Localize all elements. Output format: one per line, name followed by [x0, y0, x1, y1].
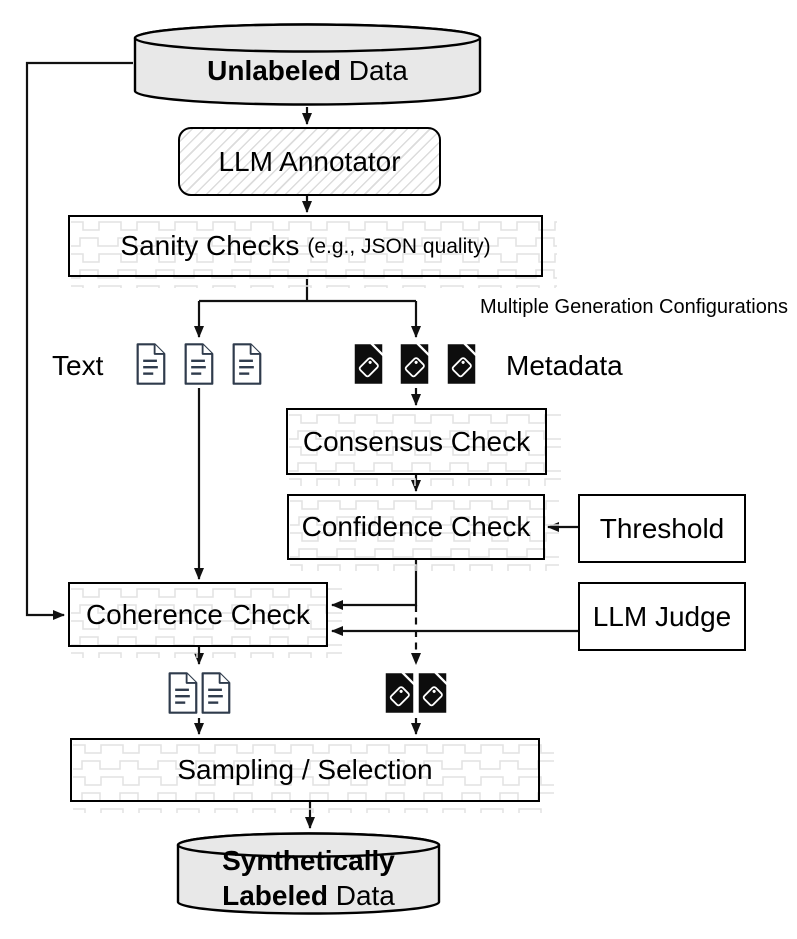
tag-icon: [400, 341, 431, 384]
consensus-check-node: Consensus Check: [286, 408, 561, 486]
arrow-feedback-unlabeled-to-coherence: [25, 61, 133, 620]
unlabeled-data-label: Unlabeled Data: [133, 22, 482, 107]
synthetically-labeled-data-label: Synthetically Labeled Data: [176, 831, 441, 916]
database-cylinder-icon: [176, 832, 441, 915]
unlabeled-data-label-rest: Data: [340, 55, 408, 86]
sampling-selection-label: Sampling / Selection: [177, 754, 433, 785]
consensus-check-label: Consensus Check: [302, 425, 531, 457]
document-icon: [168, 672, 198, 714]
unlabeled-data-label-bold: Unlabeled: [207, 55, 341, 86]
llm-judge-label: LLM Judge: [592, 600, 732, 632]
confidence-check-node: Confidence Check: [287, 494, 559, 571]
sanity-checks-label: Sanity Checks: [120, 230, 300, 261]
confidence-check-label: Confidence Check: [301, 511, 531, 542]
sanity-checks-node: Sanity Checks (e.g., JSON quality): [68, 215, 557, 288]
coherence-check-node: Coherence Check: [68, 582, 342, 658]
unlabeled-data-node: Unlabeled Data: [133, 22, 482, 107]
threshold-node: Threshold: [578, 494, 746, 563]
tag-icon: [385, 670, 416, 713]
metadata-branch-label: Metadata: [506, 350, 623, 381]
tag-icon: [354, 341, 385, 384]
synthetically-label-line1: Synthetically: [222, 844, 395, 876]
llm-annotator-node: LLM Annotator: [178, 127, 441, 196]
text-branch-label: Text: [52, 350, 104, 381]
labeled-label-bold: Labeled: [222, 879, 328, 911]
sampling-selection-node: Sampling / Selection: [70, 738, 554, 813]
document-icon: [136, 343, 166, 385]
labeled-label-rest: Data: [327, 879, 395, 911]
document-icon: [184, 343, 214, 385]
coherence-check-label: Coherence Check: [85, 598, 311, 630]
threshold-label: Threshold: [599, 512, 725, 544]
document-icon: [232, 343, 262, 385]
tag-icon: [418, 670, 449, 713]
tag-icon: [447, 341, 478, 384]
sanity-checks-sublabel: (e.g., JSON quality): [307, 234, 491, 258]
database-cylinder-icon: [133, 23, 482, 106]
llm-annotator-label: LLM Annotator: [218, 145, 401, 177]
synthetically-labeled-data-node: Synthetically Labeled Data: [176, 831, 441, 916]
llm-judge-node: LLM Judge: [578, 582, 746, 651]
document-icon: [201, 672, 231, 714]
multiple-generation-configurations-label: Multiple Generation Configurations: [480, 296, 788, 318]
